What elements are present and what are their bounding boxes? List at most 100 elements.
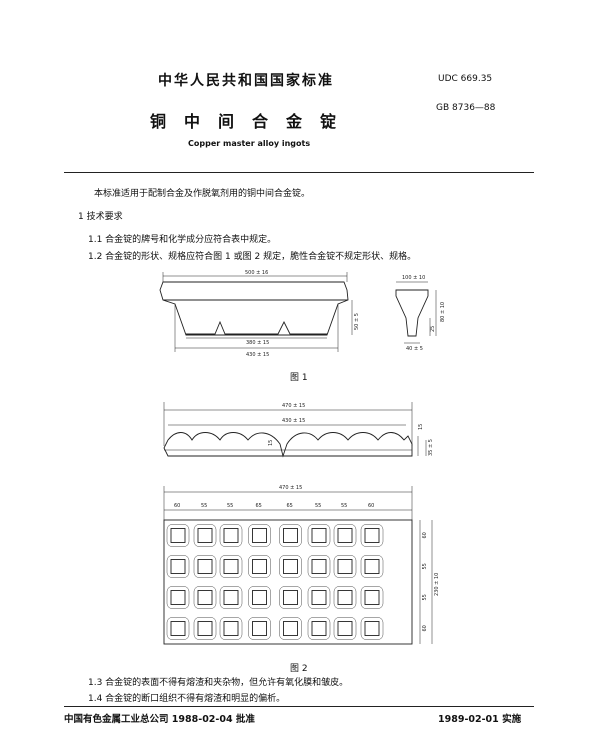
fig2-dim-inner: 15 (268, 440, 274, 446)
plan-cell-outline (360, 586, 384, 609)
fig1-ingot-outline (159, 281, 349, 336)
plan-cell (311, 528, 327, 543)
plan-cell-outline (279, 586, 302, 609)
plan-cell (364, 590, 380, 605)
fig1-dim-top: 500 ± 16 (245, 270, 268, 276)
plan-cell (223, 590, 239, 605)
section-1-heading: 1 技术要求 (78, 212, 123, 222)
plan-cell (337, 528, 353, 543)
fig1-side-bot: 40 ± 5 (406, 346, 423, 352)
plan-cell-outline (307, 586, 331, 609)
fig2-plan-top: 470 ± 15 (279, 485, 302, 491)
document-title-en: Copper master alloy ingots (188, 139, 311, 148)
plan-cell-outline (193, 555, 217, 578)
plan-cell-outline (360, 555, 384, 578)
plan-cell-outline (333, 617, 357, 640)
fig1-side-h1: 80 ± 10 (440, 302, 446, 322)
fig2-dim-right1: 15 (418, 424, 424, 430)
plan-cell (252, 590, 267, 605)
plan-cell-outline (248, 555, 271, 578)
plan-cell (223, 559, 239, 574)
plan-cell-outline (360, 617, 384, 640)
plan-cell (337, 621, 353, 636)
item-1-1: 1.1 合金锭的牌号和化学成分应符合表中规定。 (88, 235, 277, 245)
plan-cell (364, 559, 380, 574)
plan-cell-outline (193, 524, 217, 547)
plan-cell (223, 621, 239, 636)
plan-cell-outline (279, 555, 302, 578)
plan-cell-outline (166, 617, 190, 640)
plan-col-dim: 60 (368, 503, 374, 509)
footer-rule (64, 706, 534, 707)
fig2-dim-top: 470 ± 15 (282, 403, 305, 409)
plan-cell-outline (248, 524, 271, 547)
figure-1-caption: 图 1 (290, 373, 308, 383)
plan-col-dim: 55 (201, 503, 207, 509)
plan-col-dim: 55 (315, 503, 321, 509)
fig2-plan-outline (163, 519, 413, 645)
plan-cell (170, 621, 186, 636)
plan-cell-outline (166, 524, 190, 547)
item-1-2: 1.2 合金锭的形状、规格应符合图 1 或图 2 规定，脆性合金锭不规定形状、规… (88, 252, 417, 262)
plan-cell (252, 621, 267, 636)
plan-cell (311, 621, 327, 636)
fig1-dim-bot: 430 ± 15 (246, 352, 269, 358)
fig1-side-top: 100 ± 10 (402, 275, 425, 281)
plan-cell-outline (219, 617, 243, 640)
plan-cell (364, 528, 380, 543)
plan-cell (364, 621, 380, 636)
plan-cell (283, 590, 298, 605)
plan-row-dim: 55 (422, 594, 428, 600)
plan-cell-outline (333, 524, 357, 547)
plan-cell (170, 528, 186, 543)
plan-cell-outline (333, 555, 357, 578)
fig2-dim-mid: 430 ± 15 (282, 418, 305, 424)
plan-cell (197, 528, 213, 543)
plan-cell-outline (219, 586, 243, 609)
plan-cell-outline (248, 617, 271, 640)
figure-2-caption: 图 2 (290, 664, 308, 674)
plan-cell (337, 559, 353, 574)
udc-code: UDC 669.35 (438, 74, 493, 84)
intro-paragraph: 本标准适用于配制合金及作脱氧剂用的铜中间合金锭。 (94, 189, 311, 199)
plan-cell-outline (219, 524, 243, 547)
plan-cell-outline (248, 586, 271, 609)
fig2-elevation (163, 432, 413, 458)
fig1-side-h2: 25 (430, 326, 436, 332)
fig2-dim-right2: 35 ± 5 (428, 439, 434, 456)
plan-cell (337, 590, 353, 605)
plan-cell-outline (333, 586, 357, 609)
item-1-3: 1.3 合金锭的表面不得有熔渣和夹杂物，但允许有氧化膜和皱皮。 (88, 678, 349, 688)
fig1-dim-mid: 380 ± 15 (246, 340, 269, 346)
plan-cell-outline (279, 524, 302, 547)
plan-cell (197, 621, 213, 636)
plan-row-dim: 60 (422, 625, 428, 631)
document-title: 铜中间合金锭 (150, 112, 355, 131)
fig1-notches (186, 320, 327, 335)
plan-cell (311, 590, 327, 605)
plan-cell (197, 559, 213, 574)
item-1-4: 1.4 合金锭的断口组织不得有熔渣和明显的偏析。 (88, 694, 286, 704)
footer-issuer: 中国有色金属工业总公司 1988-02-04 批准 (64, 714, 255, 725)
fig1-side-view (395, 289, 429, 337)
plan-cell (252, 528, 267, 543)
plan-cell-outline (279, 617, 302, 640)
plan-row-dim: 60 (422, 532, 428, 538)
plan-cell (252, 559, 267, 574)
plan-cell (283, 559, 298, 574)
plan-cell-outline (307, 617, 331, 640)
footer-effective-date: 1989-02-01 实施 (438, 714, 522, 725)
plan-cell-outline (166, 586, 190, 609)
plan-col-dim: 55 (341, 503, 347, 509)
plan-col-dim: 60 (174, 503, 180, 509)
plan-row-dim: 55 (422, 563, 428, 569)
gb-code: GB 8736—88 (436, 103, 496, 113)
plan-cell (170, 559, 186, 574)
plan-cell-outline (193, 586, 217, 609)
fig2-right-total: 230 ± 10 (434, 573, 440, 596)
plan-cell (283, 621, 298, 636)
plan-cell (223, 528, 239, 543)
plan-col-dim: 55 (227, 503, 233, 509)
fig1-dim-height: 50 ± 5 (354, 313, 360, 330)
plan-cell-outline (219, 555, 243, 578)
